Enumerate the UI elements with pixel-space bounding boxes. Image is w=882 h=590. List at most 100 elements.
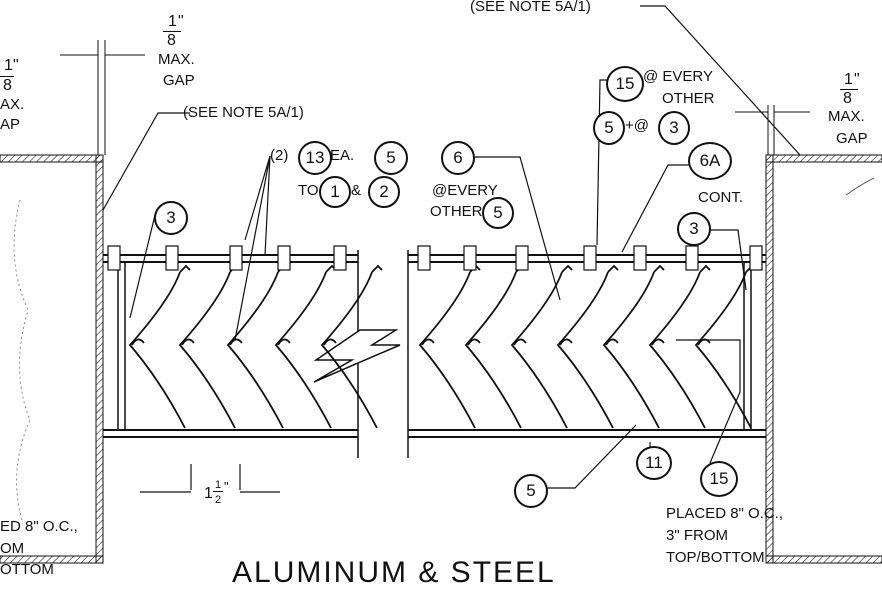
spacing-bar <box>213 491 223 492</box>
callout-5: 5 <box>374 141 408 175</box>
placed-line2: 3" FROM <box>666 527 728 544</box>
callout-6A: 6A <box>688 142 732 180</box>
louver-blade <box>178 271 236 429</box>
louver-blade <box>510 271 568 429</box>
callout-5-plus: 5 <box>593 111 625 145</box>
fastener <box>633 245 647 271</box>
gap-label: AP <box>0 116 21 133</box>
gap-fraction-inch: " <box>854 71 860 88</box>
spacing-den: 2 <box>215 494 222 506</box>
blade-hook <box>421 338 435 346</box>
gap-fraction-num: 1 <box>844 71 853 88</box>
blade-hook <box>559 338 573 346</box>
gap-label: GAP <box>836 130 868 147</box>
placed-line2: OM <box>0 540 25 557</box>
blade-hook <box>277 338 291 346</box>
every-other-line2: OTHER <box>430 203 483 220</box>
fastener <box>685 245 699 271</box>
every-other-line1: @EVERY <box>432 182 498 199</box>
spacing-whole: 1 <box>204 485 213 502</box>
fastener <box>515 245 529 271</box>
right-wall <box>765 154 882 564</box>
fastener <box>165 245 179 271</box>
ampersand-label: & <box>351 182 362 199</box>
gap-fraction-inch: " <box>13 57 19 74</box>
to-label: TO <box>298 182 319 199</box>
callout-15-bottom: 15 <box>700 461 738 497</box>
blade-hook <box>179 264 191 273</box>
callout-3-left: 3 <box>154 201 188 235</box>
louver-blade <box>274 271 332 429</box>
louver-blade <box>694 271 752 429</box>
quantity-prefix: (2) <box>270 147 289 164</box>
louver-blade <box>320 271 378 429</box>
fastener <box>417 245 431 271</box>
blade-hook <box>513 338 527 346</box>
left-wall <box>0 154 104 564</box>
callout-13: 13 <box>298 141 332 175</box>
louver-blade <box>648 271 706 429</box>
blade-hook <box>467 338 481 346</box>
gap-fraction-num: 1 <box>4 57 13 74</box>
spacing-num: 1 <box>215 479 222 491</box>
callout-15-top: 15 <box>606 66 644 102</box>
placed-line3: OTTOM <box>0 561 54 578</box>
louver-blade <box>464 271 522 429</box>
blade-hook <box>605 338 619 346</box>
blade-hook <box>607 264 619 273</box>
plus-at-label: +@ <box>625 117 649 134</box>
gap-dimension-lines <box>60 40 810 155</box>
fastener <box>749 245 763 271</box>
gap-fraction-bar <box>840 89 858 90</box>
louver-blade <box>128 271 186 429</box>
louver-blades <box>128 264 757 429</box>
gap-fraction-den: 8 <box>3 77 12 94</box>
callout-11: 11 <box>636 446 672 480</box>
max-label: MAX. <box>828 108 865 125</box>
at-every-other-line2: OTHER <box>662 90 715 107</box>
blade-hook <box>653 264 665 273</box>
callout-5-every-other: 5 <box>482 197 514 229</box>
spacing-inch: " <box>224 479 229 494</box>
fastener <box>463 245 477 271</box>
louver-blade <box>226 271 284 429</box>
see-note-left-label: (SEE NOTE 5A/1) <box>183 104 304 121</box>
callout-1: 1 <box>319 176 351 208</box>
placed-line3: TOP/BOTTOM <box>666 549 765 566</box>
blade-hook <box>181 338 195 346</box>
callout-3-right: 3 <box>677 212 711 246</box>
gap-fraction-bar <box>0 76 14 77</box>
fasteners <box>107 245 763 271</box>
callout-5-bottom: 5 <box>514 474 548 508</box>
blade-hook <box>651 338 665 346</box>
gap-fraction-den: 8 <box>167 32 176 49</box>
blade-hook <box>561 264 573 273</box>
see-note-top-label: (SEE NOTE 5A/1) <box>470 0 591 15</box>
fastener <box>583 245 597 271</box>
blade-hook <box>371 264 383 273</box>
callout-3-plus: 3 <box>658 111 690 145</box>
fastener <box>333 245 347 271</box>
placed-line1: ED 8" O.C., <box>0 518 78 535</box>
max-label: AX. <box>0 96 25 113</box>
callout-2: 2 <box>368 176 400 208</box>
cont-label: CONT. <box>698 189 743 206</box>
blade-hook <box>323 338 337 346</box>
callout-6: 6 <box>441 141 475 175</box>
louver-blade <box>418 271 476 429</box>
fastener <box>229 245 243 271</box>
ea-label: EA. <box>330 147 355 164</box>
gap-fraction-den: 8 <box>843 90 852 107</box>
gap-label: GAP <box>163 72 195 89</box>
louver-blade <box>556 271 614 429</box>
gap-fraction-bar <box>163 31 181 32</box>
at-every-other-line1: @ EVERY <box>643 68 713 85</box>
placed-line1: PLACED 8" O.C., <box>666 505 784 522</box>
gap-fraction-num: 1 <box>168 13 177 30</box>
blade-hook <box>699 264 711 273</box>
blade-hook <box>229 338 243 346</box>
louver-frame <box>103 250 766 458</box>
drawing-title: ALUMINUM & STEEL <box>232 556 556 589</box>
gap-fraction-inch: " <box>178 13 184 30</box>
